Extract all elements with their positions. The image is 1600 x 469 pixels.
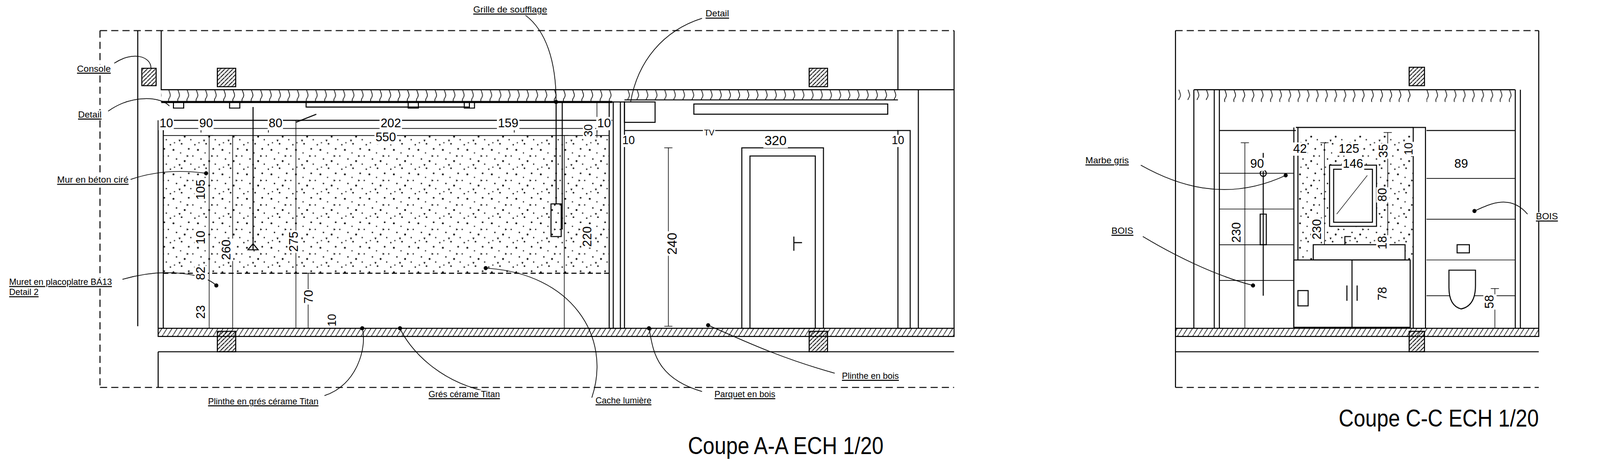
dimension-value: 78 bbox=[1376, 285, 1390, 302]
dimension-value: 202 bbox=[379, 117, 403, 131]
dimension-value: 240 bbox=[665, 231, 680, 256]
dimension-value: TV bbox=[703, 129, 716, 138]
callout-label: Console bbox=[76, 64, 112, 75]
callout-label: BOIS bbox=[1110, 226, 1135, 237]
callout-label: Plinthe en grés cérame Titan bbox=[207, 397, 320, 407]
callout-label: Grille de soufflage bbox=[472, 5, 549, 15]
dimension-value: 260 bbox=[220, 238, 234, 262]
callout-label: Parquet en bois bbox=[713, 389, 776, 400]
dimension-value: 10 bbox=[596, 117, 613, 131]
dimension-value: 23 bbox=[194, 304, 208, 320]
dimension-value: 320 bbox=[763, 133, 788, 148]
dimension-value: 42 bbox=[1292, 142, 1308, 156]
dimension-value: 80 bbox=[267, 117, 284, 131]
callout-label: Detail bbox=[77, 110, 103, 120]
dimension-value: 10 bbox=[1403, 141, 1415, 157]
callout-label: Mur en béton ciré bbox=[55, 175, 130, 186]
callout-label: Plinthe en bois bbox=[840, 371, 900, 381]
dimension-value: 146 bbox=[1341, 157, 1365, 171]
dimension-value: 159 bbox=[496, 117, 520, 131]
dimension-value: 230 bbox=[1230, 221, 1244, 244]
dimension-value: 230 bbox=[1310, 218, 1324, 241]
dimension-value: 70 bbox=[302, 288, 316, 305]
callout-label: Detail 2 bbox=[8, 288, 40, 298]
callout-label: Grés cérame Titan bbox=[427, 389, 501, 400]
dimension-value: 105 bbox=[194, 178, 208, 201]
dimension-value: 10 bbox=[158, 117, 175, 131]
dimension-value: 18 bbox=[1376, 234, 1390, 251]
dimension-value: 90 bbox=[1249, 157, 1266, 171]
dimension-value: 10 bbox=[194, 229, 208, 246]
callout-label: Muret en placoplatre BA13 bbox=[8, 277, 113, 287]
dimension-value: 275 bbox=[287, 230, 301, 254]
callout-label: Cache lumière bbox=[594, 396, 653, 406]
dimension-value: 90 bbox=[198, 117, 214, 131]
dimension-value: 10 bbox=[621, 134, 636, 147]
dimension-value: 10 bbox=[890, 134, 906, 147]
dimension-value: 10 bbox=[326, 312, 339, 328]
dimension-value: 35 bbox=[1377, 143, 1391, 159]
dimension-value: 125 bbox=[1337, 142, 1361, 156]
dimension-value: 89 bbox=[1453, 157, 1470, 171]
dimension-value: 30 bbox=[582, 123, 595, 138]
callout-label: Marbe gris bbox=[1084, 156, 1130, 166]
section-title: Coupe C-C ECH 1/20 bbox=[1338, 405, 1539, 431]
dimension-value: 82 bbox=[194, 265, 208, 281]
callout-label: BOIS bbox=[1534, 212, 1560, 223]
dimension-value: 58 bbox=[1483, 293, 1497, 310]
dimension-value: 550 bbox=[374, 131, 398, 145]
dimension-value: 80 bbox=[1376, 186, 1390, 203]
dimension-value: 220 bbox=[581, 225, 595, 248]
section-title: Coupe A-A ECH 1/20 bbox=[687, 432, 884, 459]
callout-label: Detail bbox=[704, 9, 731, 20]
